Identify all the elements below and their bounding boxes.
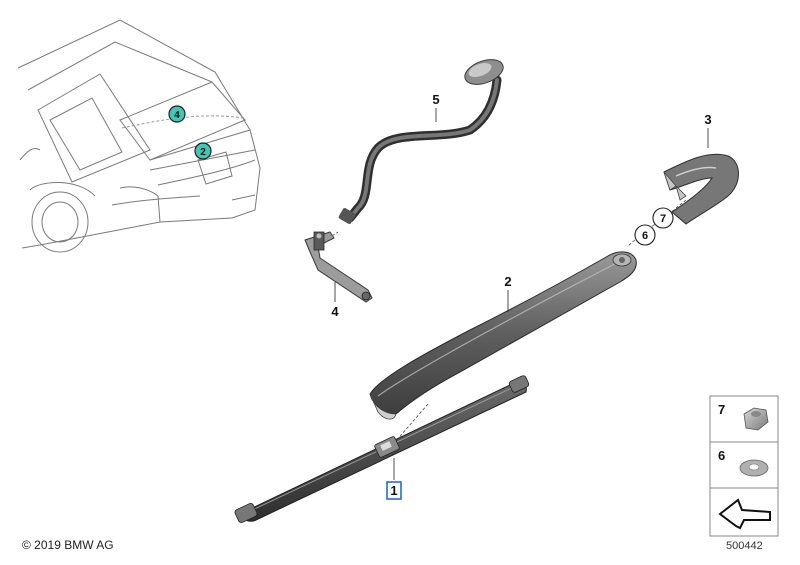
assembly-axis bbox=[627, 199, 687, 247]
callout-7-ring[interactable]: 7 bbox=[652, 207, 674, 229]
blade-dash-line bbox=[394, 403, 429, 443]
wiper-arm[interactable] bbox=[369, 251, 637, 420]
badge-circle bbox=[194, 142, 212, 160]
hex-nut-icon bbox=[743, 407, 769, 431]
callout-1: 1 bbox=[390, 483, 397, 498]
callout-5[interactable]: 5 bbox=[432, 92, 439, 107]
car-badge-2[interactable]: 2 bbox=[194, 142, 212, 160]
washer-hose[interactable] bbox=[338, 55, 507, 225]
washer-icon bbox=[739, 459, 769, 477]
vehicle-outline bbox=[17, 19, 261, 253]
badge-circle bbox=[168, 105, 186, 123]
callout-4[interactable]: 4 bbox=[331, 304, 339, 319]
legend-label: 7 bbox=[718, 402, 725, 417]
legend-item-washer[interactable]: 6 bbox=[718, 448, 769, 477]
badge-label: 2 bbox=[200, 147, 206, 158]
wiper-arm-cap[interactable] bbox=[663, 153, 739, 225]
document-number: 500442 bbox=[726, 540, 763, 552]
parts-legend: 7 6 bbox=[709, 395, 779, 537]
callout-7: 7 bbox=[660, 213, 666, 225]
washer-nozzle-bracket[interactable] bbox=[304, 231, 373, 303]
legend-item-nut[interactable]: 7 bbox=[718, 402, 769, 431]
badge-label: 4 bbox=[174, 110, 180, 121]
legend-item-bracket[interactable] bbox=[718, 498, 771, 530]
callout-3[interactable]: 3 bbox=[704, 112, 711, 127]
legend-label: 6 bbox=[718, 448, 725, 463]
bracket-profile-icon bbox=[718, 498, 771, 530]
car-badge-4[interactable]: 4 bbox=[168, 105, 186, 123]
wiper-blade[interactable] bbox=[234, 375, 530, 524]
copyright-text: © 2019 BMW AG bbox=[22, 538, 114, 552]
callout-6: 6 bbox=[642, 230, 648, 242]
callout-2[interactable]: 2 bbox=[504, 274, 511, 289]
callout-6-ring[interactable]: 6 bbox=[634, 224, 656, 246]
callout-1-highlight[interactable]: 1 bbox=[386, 481, 402, 500]
